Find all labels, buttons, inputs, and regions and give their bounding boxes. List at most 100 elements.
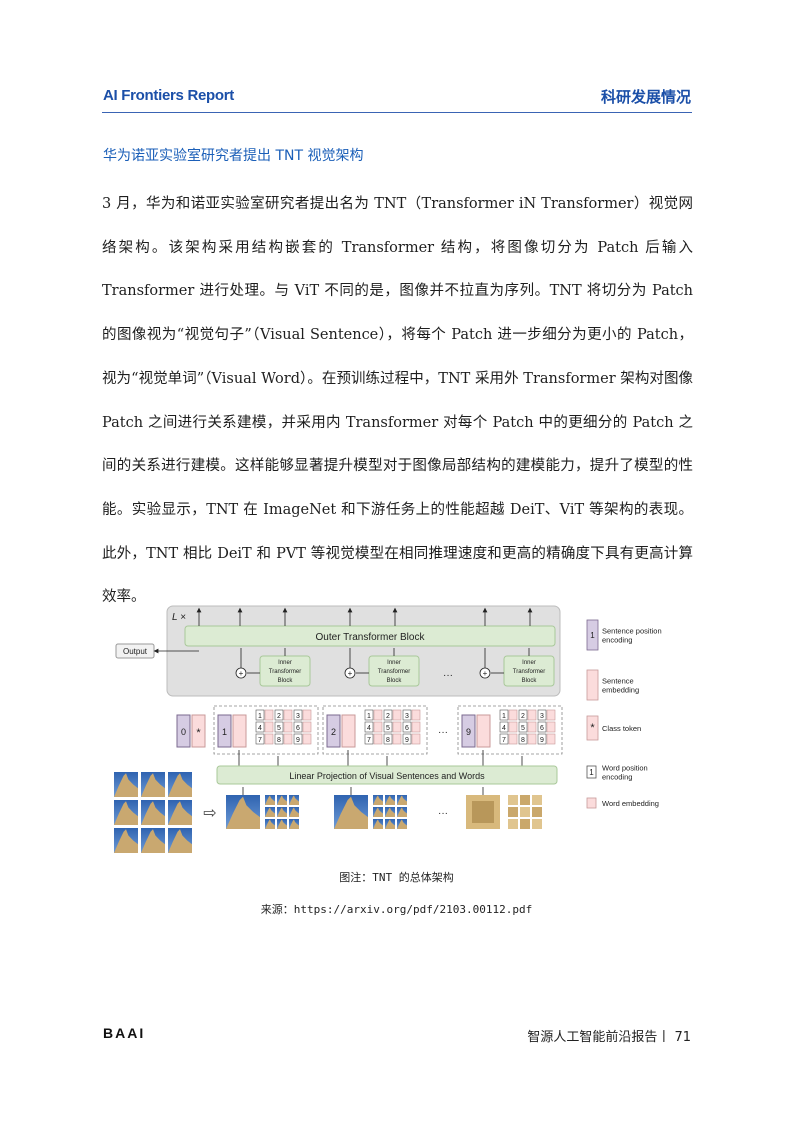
word-patch	[508, 807, 518, 817]
inner-block-label: Transformer	[513, 669, 545, 675]
word-embedding-token	[508, 733, 518, 745]
inner-block-label: Block	[278, 678, 294, 684]
word-position-id: 2	[521, 713, 525, 720]
word-patch	[520, 819, 530, 829]
word-patch	[532, 807, 542, 817]
word-position-token	[537, 709, 547, 721]
class-token	[191, 714, 206, 748]
word-position-id: 6	[296, 725, 300, 732]
word-embedding-token	[392, 721, 402, 733]
word-patch-building	[385, 807, 395, 817]
plus-sign: +	[483, 669, 488, 678]
word-patch-building	[265, 819, 275, 829]
word-position-token	[383, 733, 393, 745]
word-patch-building	[373, 819, 383, 829]
word-embedding-token	[392, 733, 402, 745]
sentence-position-id: 9	[466, 727, 471, 737]
word-position-id: 7	[502, 737, 506, 744]
word-embedding-token	[411, 733, 421, 745]
word-patch	[532, 819, 542, 829]
word-patch-building	[373, 795, 383, 805]
word-embedding-token	[302, 733, 312, 745]
collage-patch-building	[168, 829, 192, 853]
word-position-token	[364, 721, 374, 733]
word-position-token	[537, 721, 547, 733]
legend-symbol: 1	[589, 768, 594, 777]
word-position-id: 9	[296, 737, 300, 744]
legend-label: Word position	[602, 764, 648, 773]
word-patch	[508, 819, 518, 829]
plus-sign: +	[348, 669, 353, 678]
sentence-position-id: 2	[331, 727, 336, 737]
word-position-token	[499, 721, 509, 733]
word-position-id: 5	[521, 725, 525, 732]
word-group-frame	[213, 705, 319, 755]
inner-block-label: Block	[387, 678, 403, 684]
header-divider	[102, 112, 692, 113]
word-position-id: 8	[277, 737, 281, 744]
word-embedding-token	[527, 721, 537, 733]
word-embedding-token	[373, 721, 383, 733]
word-embedding-token	[527, 733, 537, 745]
linear-projection-block	[216, 765, 558, 785]
word-position-id: 8	[521, 737, 525, 744]
sentence-embedding-token	[476, 714, 491, 748]
word-patch	[508, 795, 518, 805]
word-embedding-token	[373, 709, 383, 721]
legend-swatch	[586, 765, 597, 779]
sentence-embedding-token	[341, 714, 356, 748]
sentence-image-building	[226, 796, 260, 829]
ellipsis-middle: ···	[443, 670, 453, 681]
article-paragraph: 3 月，华为和诺亚实验室研究者提出名为 TNT（Transformer iN T…	[102, 196, 693, 606]
word-embedding-token	[264, 721, 274, 733]
sentence-image-wall-window	[472, 801, 494, 823]
word-embedding-token	[373, 733, 383, 745]
word-position-id: 2	[277, 713, 281, 720]
inner-block-label: Transformer	[269, 669, 301, 675]
word-position-id: 3	[405, 713, 409, 720]
word-patch-building	[397, 819, 407, 829]
inner-block-label: Inner	[278, 660, 292, 666]
word-embedding-token	[411, 709, 421, 721]
sentence-embedding-token	[232, 714, 247, 748]
word-position-id: 3	[540, 713, 544, 720]
arrow-right-icon: ⇨	[203, 805, 216, 822]
collage-patch-building	[141, 773, 165, 797]
word-position-id: 3	[296, 713, 300, 720]
word-embedding-token	[392, 709, 402, 721]
word-embedding-token	[283, 733, 293, 745]
ellipsis-images: ···	[438, 808, 448, 819]
outer-transformer-block	[184, 625, 556, 647]
outer-panel	[166, 605, 561, 697]
collage-patch-building	[114, 829, 138, 853]
sentence-position-id: 0	[181, 727, 186, 737]
class-token-symbol: *	[196, 727, 201, 739]
word-patch-building	[265, 807, 275, 817]
word-position-id: 6	[405, 725, 409, 732]
word-position-id: 1	[502, 713, 506, 720]
word-position-token	[537, 733, 547, 745]
legend-symbol: 1	[590, 631, 595, 640]
word-embedding-token	[411, 721, 421, 733]
word-patch-building	[277, 795, 287, 805]
linear-projection-label: Linear Projection of Visual Sentences an…	[289, 771, 485, 781]
word-position-token	[255, 721, 265, 733]
word-embedding-token	[302, 709, 312, 721]
legend-label: encoding	[602, 773, 632, 782]
output-label: Output	[123, 647, 148, 656]
word-patch	[532, 795, 542, 805]
collage-patch-building	[141, 801, 165, 825]
word-position-token	[518, 733, 528, 745]
word-group-frame	[322, 705, 428, 755]
word-embedding-token	[508, 721, 518, 733]
legend-label: Word embedding	[602, 799, 659, 808]
word-patch-building	[385, 795, 395, 805]
word-patch	[520, 795, 530, 805]
plus-sign: +	[239, 669, 244, 678]
word-position-token	[274, 721, 284, 733]
word-position-id: 5	[277, 725, 281, 732]
outer-block-label: Outer Transformer Block	[316, 632, 426, 643]
word-patch-building	[289, 795, 299, 805]
word-position-id: 9	[540, 737, 544, 744]
word-embedding-token	[302, 721, 312, 733]
